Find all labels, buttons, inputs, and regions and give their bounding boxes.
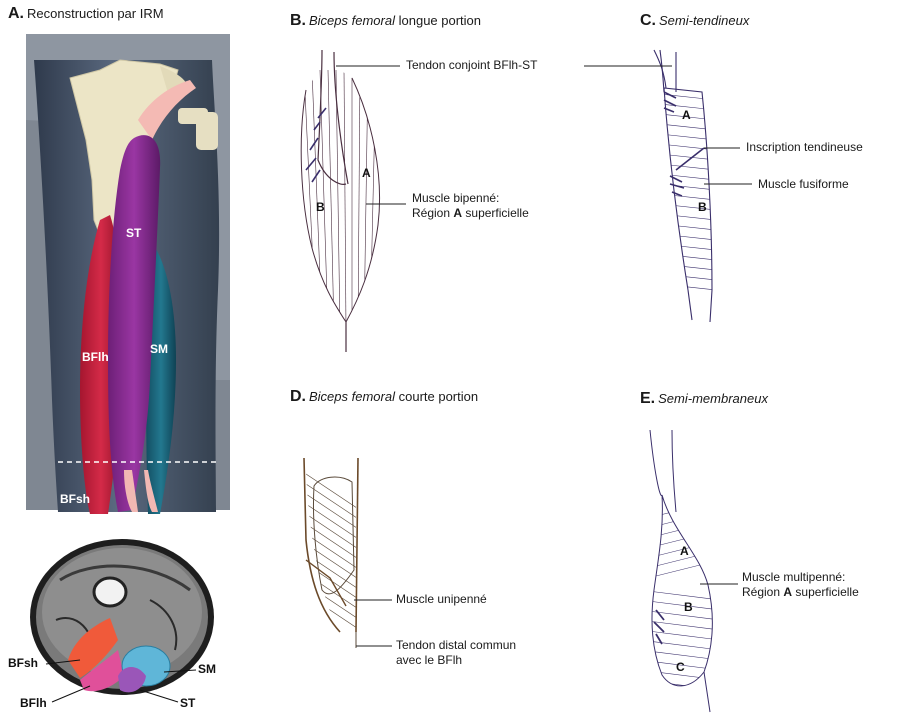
label-bflh-3d: BFlh [82,350,109,364]
label-conjoint-tendon: Tendon conjoint BFlh-ST [406,58,537,73]
label-multipennate: Muscle multipenné: Région A superficiell… [742,570,859,600]
panel-b-title: B.Biceps femoral longue portion [290,12,481,30]
label-distal-tendon-line1: Tendon distal commun [396,638,516,653]
label-bipennate: Muscle bipenné: Région A superficielle [412,191,529,221]
panel-e-region-c: C [676,660,685,674]
panel-e-letter: E. [640,390,655,407]
panel-c-letter: C. [640,12,656,29]
label-sm-section: SM [198,662,216,676]
panel-d-title-italic: Biceps femoral [309,389,395,404]
label-bfsh-3d: BFsh [60,492,90,506]
panel-b-region-b: B [316,200,325,214]
label-st-3d: ST [126,226,141,240]
panel-c-title-italic: Semi-tendineux [659,13,749,28]
label-bfsh-section: BFsh [8,656,38,670]
panel-a-title-text: Reconstruction par IRM [27,6,164,21]
panel-b-letter: B. [290,12,306,29]
label-multipennate-line1: Muscle multipenné: [742,570,859,585]
panel-e-region-a: A [680,544,689,558]
st-drawing [584,50,752,322]
label-multipennate-pre: Région [742,585,780,599]
label-fusiform: Muscle fusiforme [758,177,849,192]
panel-c-region-a: A [682,108,691,122]
panel-a-letter: A. [8,5,24,22]
label-bipennate-pre: Région [412,206,450,220]
panel-e-region-b: B [684,600,693,614]
label-bipennate-line1: Muscle bipenné: [412,191,529,206]
mri-cross-section [0,520,250,716]
panel-b-title-italic: Biceps femoral [309,13,395,28]
panel-b-region-a: A [362,166,371,180]
panel-e-title-italic: Semi-membraneux [658,391,768,406]
label-multipennate-line2: Région A superficielle [742,585,859,600]
femur-cross-section [94,578,126,606]
panel-d-title-rest: courte portion [399,389,479,404]
label-tendinous-inscription: Inscription tendineuse [746,140,863,155]
sm-drawing [640,430,738,712]
label-unipennate: Muscle unipenné [396,592,487,607]
panel-c-title: C.Semi-tendineux [640,12,749,30]
panel-d-letter: D. [290,388,306,405]
panel-a-title: A.Reconstruction par IRM [8,5,164,23]
panel-e-title: E.Semi-membraneux [640,390,768,408]
label-distal-tendon-line2: avec le BFlh [396,653,516,668]
label-distal-tendon: Tendon distal commun avec le BFlh [396,638,516,668]
panel-d-title: D.Biceps femoral courte portion [290,388,478,406]
label-st-section: ST [180,696,195,710]
label-sm-3d: SM [150,342,168,356]
label-multipennate-post: superficielle [795,585,858,599]
label-bflh-section: BFlh [20,696,47,710]
panel-c-region-b: B [698,200,707,214]
label-bipennate-bold: A [453,206,462,220]
label-bipennate-line2: Région A superficielle [412,206,529,221]
panel-b-title-rest: longue portion [399,13,481,28]
label-multipennate-bold: A [783,585,792,599]
bfsh-drawing [300,458,392,648]
mri-reconstruction [26,34,230,514]
label-bipennate-post: superficielle [465,206,528,220]
